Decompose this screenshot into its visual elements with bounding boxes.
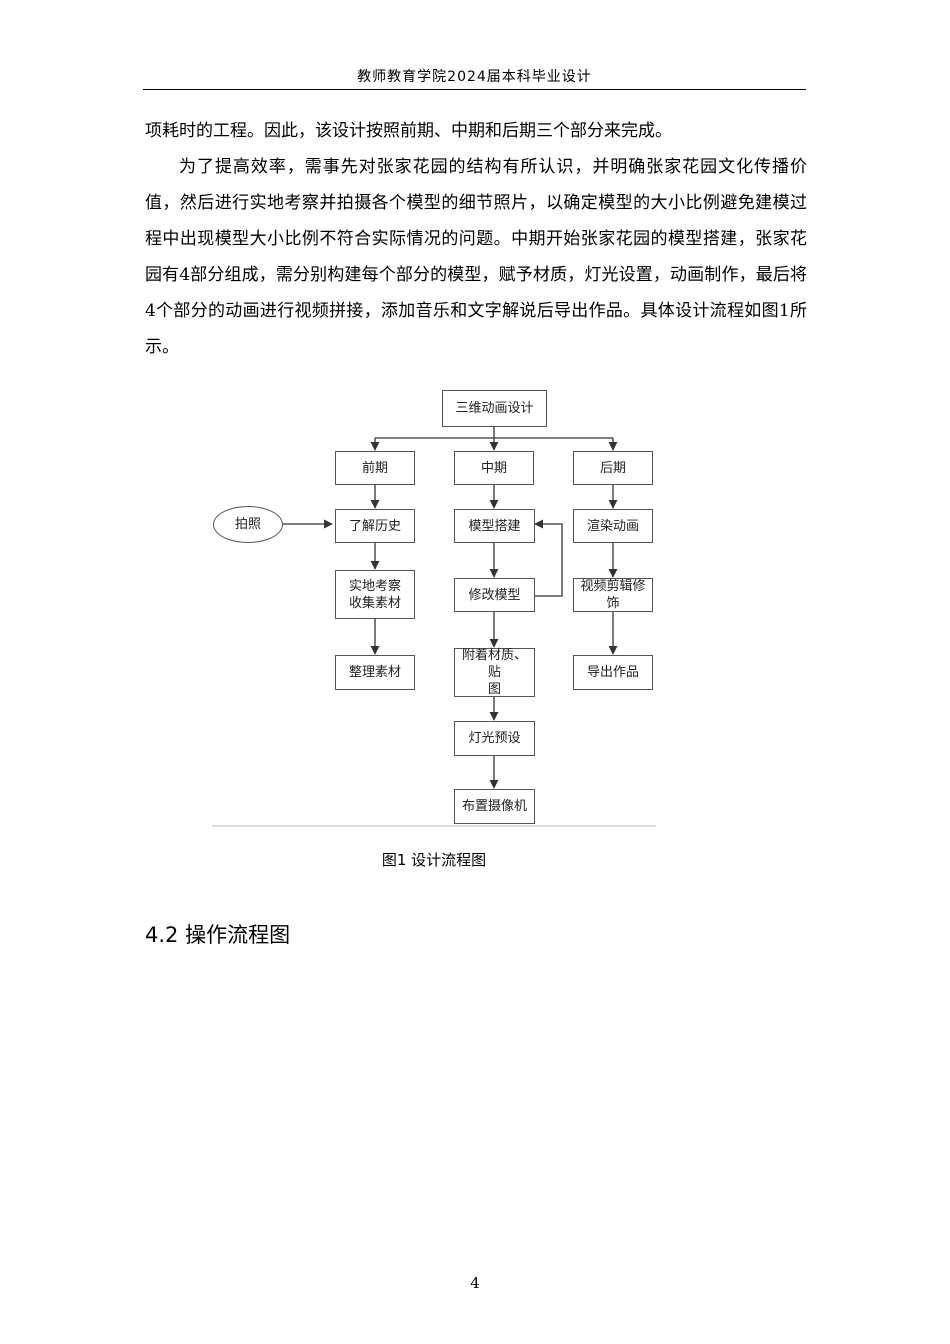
node-model-building: 模型搭建 xyxy=(454,509,535,543)
flowchart-connectors xyxy=(212,427,656,827)
running-header: 教师教育学院2024届本科毕业设计 xyxy=(357,69,592,85)
node-field-survey: 实地考察 收集素材 xyxy=(335,570,415,619)
node-3d-animation-design: 三维动画设计 xyxy=(442,390,547,427)
node-apply-materials: 附着材质、贴 图 xyxy=(454,648,535,697)
node-place-camera: 布置摄像机 xyxy=(454,789,535,824)
node-photograph: 拍照 xyxy=(213,506,283,543)
node-organize-materials: 整理素材 xyxy=(335,655,415,690)
node-learn-history: 了解历史 xyxy=(335,509,415,543)
header-rule xyxy=(143,89,806,90)
figure-caption: 图1 设计流程图 xyxy=(381,851,487,869)
node-video-editing: 视频剪辑修饰 xyxy=(573,578,653,612)
node-late-stage: 后期 xyxy=(573,451,653,485)
node-export-work: 导出作品 xyxy=(573,655,653,690)
paragraph-continuation: 项耗时的工程。因此，该设计按照前期、中期和后期三个部分来完成。 xyxy=(145,121,672,141)
body-text: 项耗时的工程。因此，该设计按照前期、中期和后期三个部分来完成。 为了提高效率，需… xyxy=(145,113,807,365)
section-heading: 4.2 操作流程图 xyxy=(145,923,291,947)
node-render-animation: 渲染动画 xyxy=(573,509,653,543)
node-lighting-preset: 灯光预设 xyxy=(454,721,535,756)
node-early-stage: 前期 xyxy=(335,451,415,485)
design-flowchart: 三维动画设计 前期 中期 后期 拍照 了解历史 实地考察 收集素材 整理素材 模… xyxy=(212,384,656,829)
node-modify-model: 修改模型 xyxy=(454,578,535,612)
paragraph-design-process: 为了提高效率，需事先对张家花园的结构有所认识，并明确张家花园文化传播价值，然后进… xyxy=(145,157,807,357)
node-middle-stage: 中期 xyxy=(454,451,534,485)
page-number: 4 xyxy=(470,1274,480,1292)
